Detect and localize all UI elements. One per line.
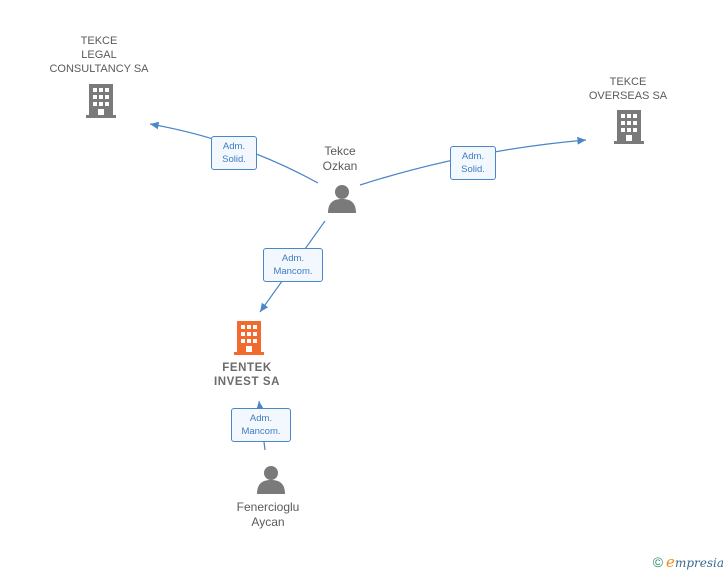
person-icon xyxy=(328,185,356,213)
label-line: Aycan xyxy=(251,515,285,529)
label-line: Tekce xyxy=(324,144,356,158)
label-line: FENTEK xyxy=(222,362,272,374)
node-label-tekce-legal[interactable]: TEKCE LEGAL CONSULTANCY SA xyxy=(49,34,148,76)
brand-rest: mpresia xyxy=(674,556,724,570)
edge-label-line: Adm. xyxy=(222,141,246,152)
building-icon xyxy=(234,321,264,355)
node-label-fenercioglu-aycan[interactable]: Fenercioglu Aycan xyxy=(237,500,300,530)
label-line: TEKCE xyxy=(80,35,118,47)
label-line: Ozkan xyxy=(322,159,358,173)
label-line: TEKCE xyxy=(609,76,647,88)
edge-label-line: Solid. xyxy=(222,154,246,165)
edge-label-ozkan-overseas: Adm. Solid. xyxy=(450,146,496,180)
edge-label-ozkan-legal: Adm. Solid. xyxy=(211,136,257,170)
edge-label-line: Adm. xyxy=(461,151,485,162)
edge-label-line: Solid. xyxy=(461,164,485,175)
label-line: Fenercioglu xyxy=(236,500,300,514)
brand-logo: empresia xyxy=(666,553,724,571)
footer-brand: © empresia xyxy=(653,553,724,571)
copyright-icon: © xyxy=(652,554,664,570)
edge-label-line: Mancom. xyxy=(241,426,281,437)
edge-label-line: Adm. xyxy=(281,253,305,264)
label-line: OVERSEAS SA xyxy=(588,90,668,102)
label-line: CONSULTANCY SA xyxy=(49,63,149,75)
person-icon xyxy=(257,466,285,494)
node-label-tekce-overseas[interactable]: TEKCE OVERSEAS SA xyxy=(589,75,667,103)
building-icon xyxy=(614,110,644,144)
node-label-fentek-invest[interactable]: FENTEK INVEST SA xyxy=(214,361,280,389)
node-label-tekce-ozkan[interactable]: Tekce Ozkan xyxy=(323,144,358,174)
edge-label-ozkan-fentek: Adm. Mancom. xyxy=(263,248,323,282)
label-line: LEGAL xyxy=(81,49,117,61)
label-line: INVEST SA xyxy=(213,376,281,388)
edge-label-line: Adm. xyxy=(249,413,273,424)
building-icon xyxy=(86,84,116,118)
brand-initial: e xyxy=(666,553,675,571)
edge-label-aycan-fentek: Adm. Mancom. xyxy=(231,408,291,442)
edge-label-line: Mancom. xyxy=(273,266,313,277)
